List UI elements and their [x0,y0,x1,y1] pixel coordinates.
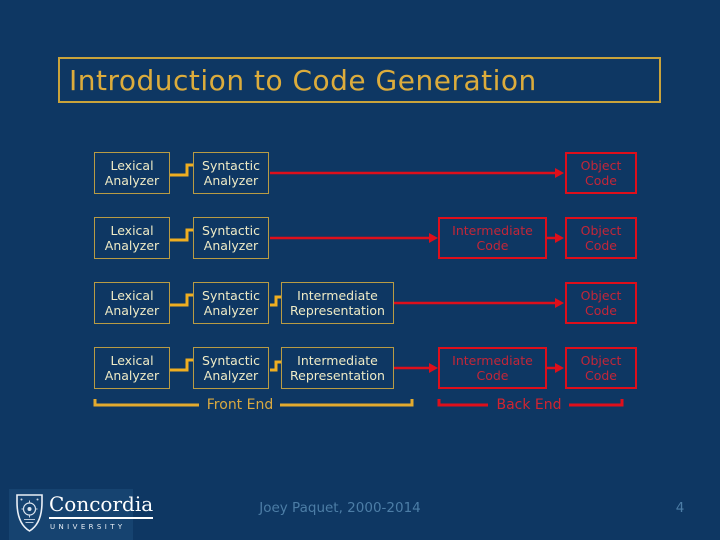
gold-connector-lexical-syntactic [170,358,193,372]
back-end-label: Back End [496,397,562,413]
arrowhead-icon [555,363,564,373]
box-lexical-analyzer: Lexical Analyzer [94,152,170,194]
gold-connector-lexical-syntactic [170,163,193,177]
box-syntactic-analyzer: Syntactic Analyzer [193,347,269,389]
box-intermediate-code: Intermediate Code [438,217,547,259]
title-box: Introduction to Code Generation [58,57,661,103]
box-lexical-analyzer: Lexical Analyzer [94,347,170,389]
logo-subtitle: UNIVERSITY [50,523,126,531]
footer-credit: Joey Paquet, 2000-2014 [259,500,421,516]
box-intermediate-representation: Intermediate Representation [281,282,394,324]
box-syntactic-analyzer: Syntactic Analyzer [193,152,269,194]
concordia-logo: Concordia UNIVERSITY [9,489,154,540]
box-object-code: Object Code [565,347,637,389]
box-syntactic-analyzer: Syntactic Analyzer [193,282,269,324]
concordia-shield-icon [16,494,43,532]
front-end-label: Front End [206,397,274,413]
gold-connector-syntactic-intrep [270,360,281,372]
gold-connector-lexical-syntactic [170,228,193,242]
arrowhead-icon [555,298,564,308]
arrowhead-icon [555,233,564,243]
arrowhead-icon [429,363,438,373]
box-intermediate-code: Intermediate Code [438,347,547,389]
page-title: Introduction to Code Generation [69,63,537,97]
arrowhead-icon [429,233,438,243]
arrowhead-icon [555,168,564,178]
box-object-code: Object Code [565,152,637,194]
box-intermediate-representation: Intermediate Representation [281,347,394,389]
gold-connector-lexical-syntactic [170,293,193,307]
box-syntactic-analyzer: Syntactic Analyzer [193,217,269,259]
box-object-code: Object Code [565,282,637,324]
box-object-code: Object Code [565,217,637,259]
box-lexical-analyzer: Lexical Analyzer [94,217,170,259]
page-number: 4 [675,500,685,516]
logo-wordmark: Concordia [49,492,154,519]
gold-connector-syntactic-intrep [270,295,281,307]
box-lexical-analyzer: Lexical Analyzer [94,282,170,324]
